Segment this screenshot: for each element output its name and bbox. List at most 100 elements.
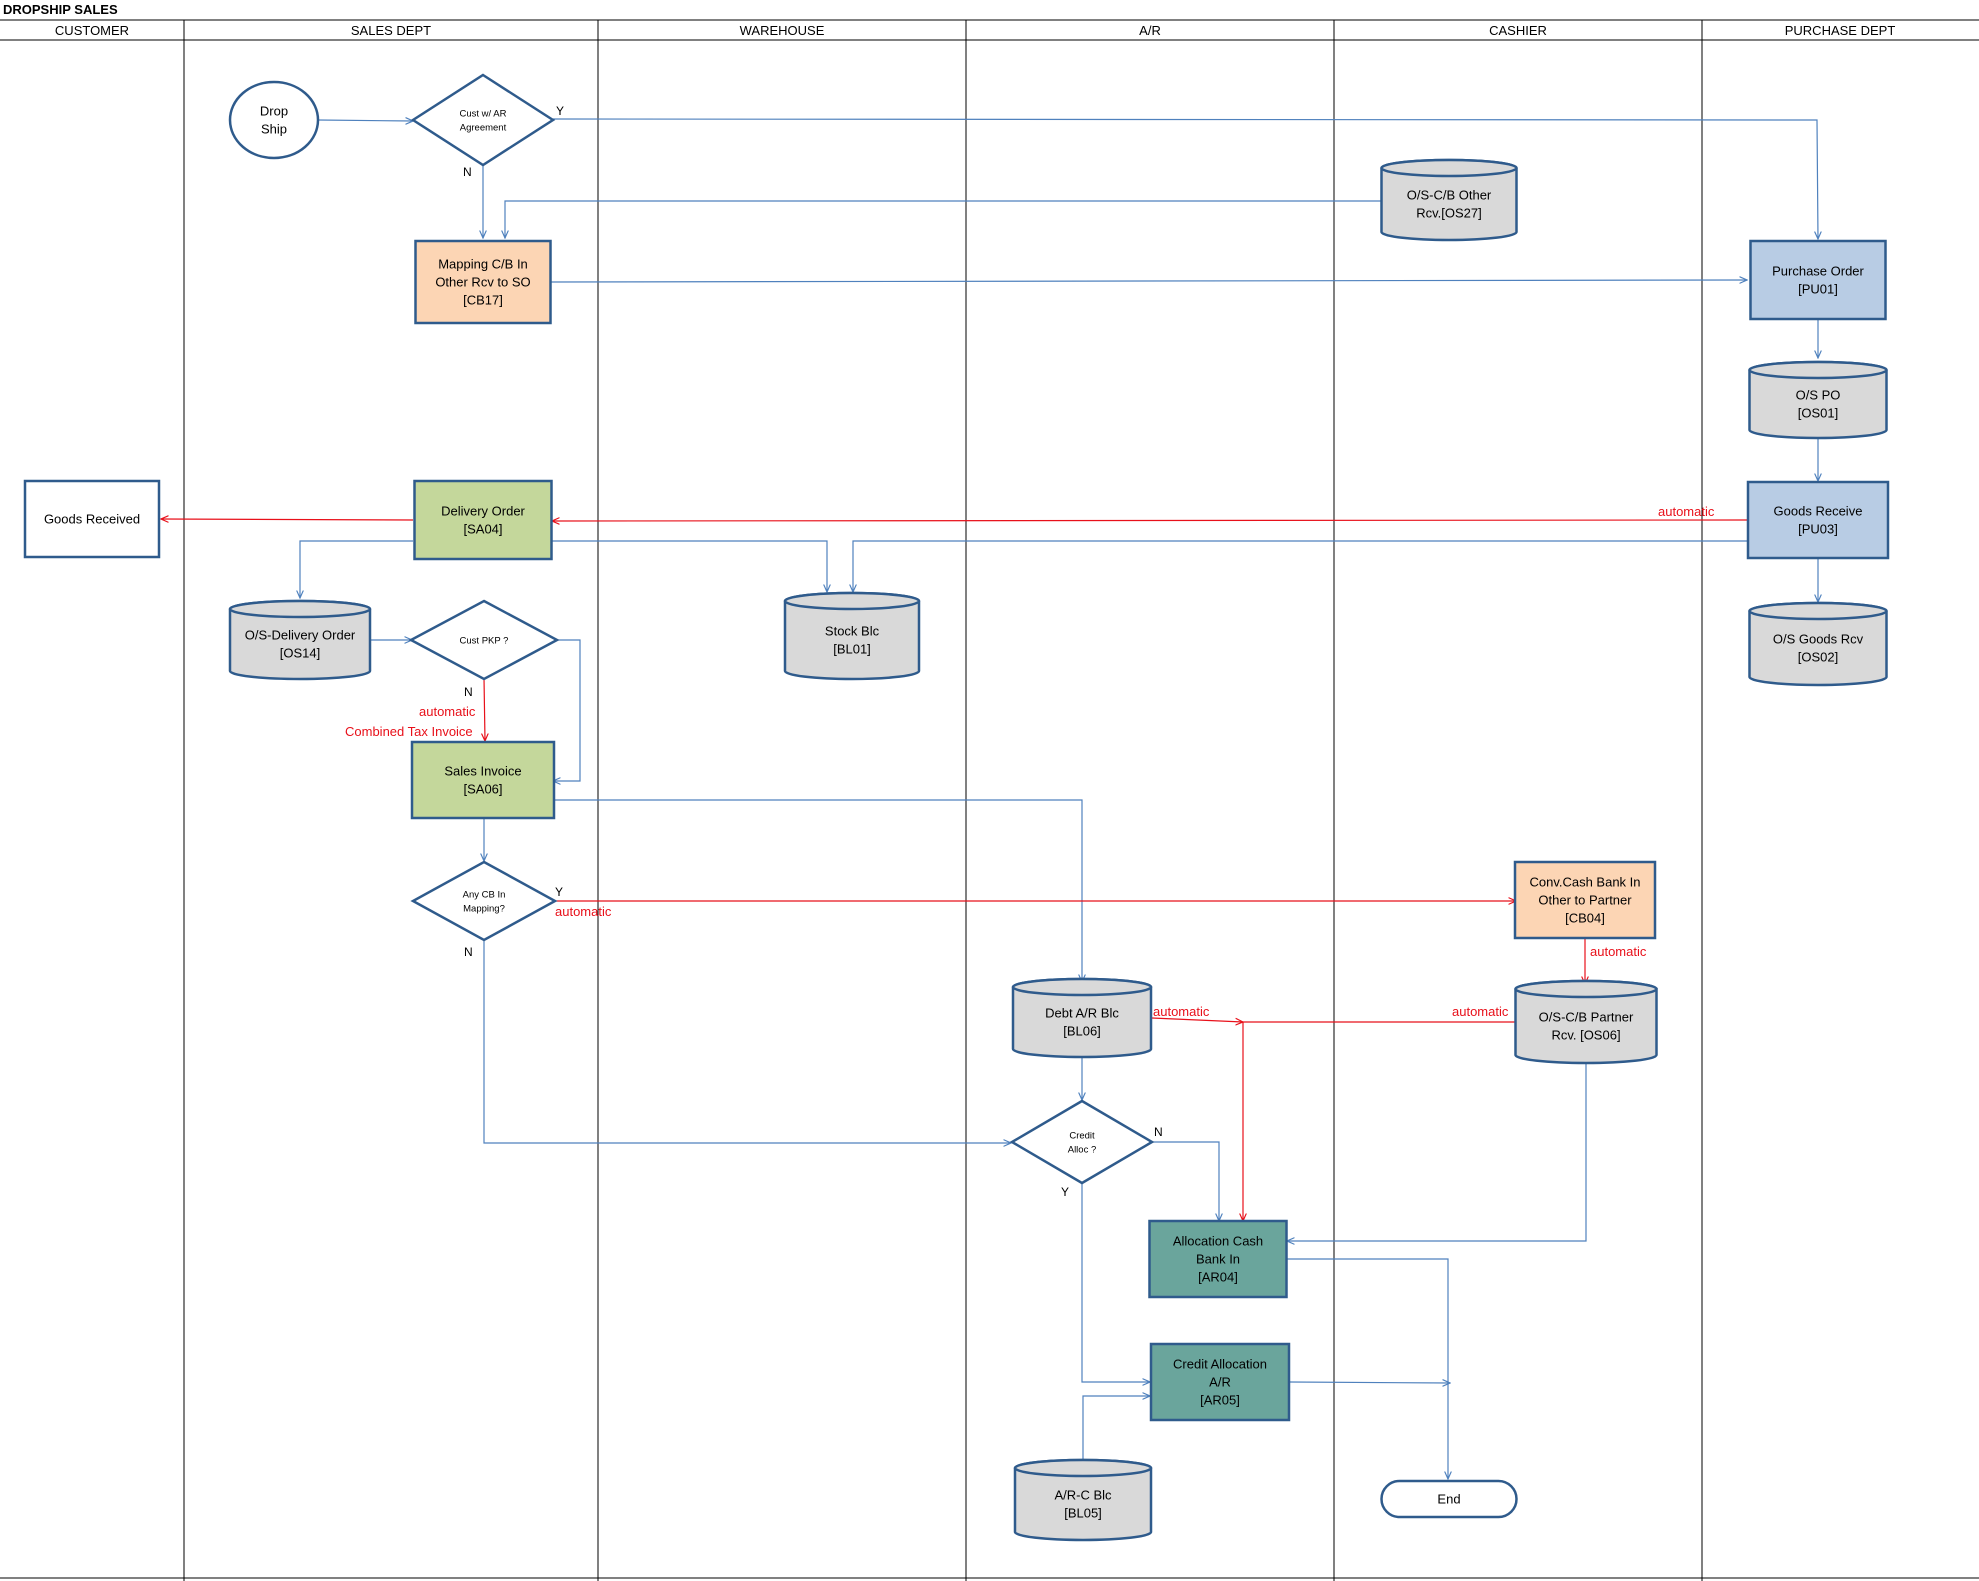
node-label-line: A/R-C Blc [1054, 1488, 1112, 1503]
label-custpkp-automatic: automatic [419, 704, 476, 719]
node-label-line: O/S PO [1796, 388, 1841, 403]
decision-shape [1009, 1099, 1155, 1185]
node-stock-blc[interactable]: Stock Blc [BL01] [783, 591, 921, 681]
node-os-delivery-order[interactable]: O/S-Delivery Order[OS14] [228, 599, 372, 681]
process-shape [1148, 1219, 1288, 1299]
node-label-line: Purchase Order [1772, 264, 1864, 279]
decision-shape [408, 599, 560, 681]
terminator-shape [1380, 1479, 1518, 1519]
label-oscbpartner-automatic: automatic [1452, 1004, 1509, 1019]
edges-blue [300, 119, 1818, 1479]
node-sales-invoice[interactable]: Sales Invoice[SA06] [410, 740, 556, 820]
lane-label-sales: SALES DEPT [351, 23, 431, 38]
node-label-line: O/S Goods Rcv [1773, 632, 1864, 647]
edge-dropship-to-custar [317, 120, 413, 121]
node-purchase-order[interactable]: Purchase Order [PU01] [1749, 239, 1887, 321]
edge-creditalloc-no-to-alloccash [1150, 1141, 1219, 1221]
node-label-line: Alloc ? [1068, 1144, 1097, 1155]
node-label-line: A/R [1209, 1375, 1231, 1390]
label-anycb-automatic: automatic [555, 904, 612, 919]
node-label-line: [PU01] [1798, 282, 1838, 297]
process-shape [1513, 860, 1657, 940]
process-shape [1746, 480, 1890, 560]
node-label-line: [OS14] [280, 646, 320, 661]
edges-red [161, 519, 1748, 1221]
edge-anycb-no-to-creditalloc [483, 940, 1011, 1143]
node-label-line: Stock Blc [825, 624, 880, 639]
node-label-line: Cust PKP ? [460, 635, 509, 646]
process-shape [414, 239, 552, 325]
start-shape [228, 80, 320, 160]
edge-custar-yes-to-po [552, 118, 1818, 239]
node-label-line: Rcv.[OS27] [1416, 206, 1482, 221]
node-debt-ar[interactable]: Debt A/R Blc [BL06] [1011, 977, 1153, 1059]
datastore-top [1514, 979, 1658, 999]
label-custar-yes: Y [556, 104, 564, 118]
label-anycb-yes: Y [555, 885, 563, 899]
process-shape [413, 479, 553, 561]
node-goods-received[interactable]: Goods Received [23, 479, 161, 559]
edge-creditalloc-yes-to-creditallocar [1081, 1184, 1150, 1382]
process-shape [1149, 1342, 1291, 1422]
node-label-line: Debt A/R Blc [1045, 1006, 1119, 1021]
node-label-line: [BL01] [833, 642, 871, 657]
edge-arcblc-to-creditallocar [1082, 1396, 1150, 1463]
datastore-top [1013, 1458, 1153, 1478]
node-label-line: [PU03] [1798, 522, 1838, 537]
node-label-line: [BL05] [1064, 1506, 1102, 1521]
datastore-top [1011, 977, 1153, 997]
node-label-line: Mapping C/B In [438, 257, 528, 272]
node-goods-receive[interactable]: Goods Receive [PU03] [1746, 480, 1890, 560]
node-label-line: Ship [261, 122, 287, 137]
process-shape [23, 479, 161, 559]
edge-do-to-stockblc [551, 540, 827, 592]
node-end[interactable]: End [1380, 1479, 1518, 1519]
node-label-line: [CB04] [1565, 911, 1605, 926]
node-label-line: Drop [260, 104, 288, 119]
datastore-top [783, 591, 921, 611]
edge-oscbother-to-mapping [505, 200, 1382, 238]
lane-label-warehouse: WAREHOUSE [740, 23, 825, 38]
node-label-line: [BL06] [1063, 1024, 1101, 1039]
decision-shape [410, 860, 558, 942]
label-convcash-automatic: automatic [1590, 944, 1647, 959]
edge-oscbpartner-to-alloccash [1287, 1062, 1587, 1241]
node-label-line: [AR05] [1200, 1393, 1240, 1408]
node-label-line: Bank In [1196, 1252, 1240, 1267]
node-label-line: Allocation Cash [1173, 1234, 1263, 1249]
label-custar-no: N [463, 165, 472, 179]
node-os-goods-rcv[interactable]: O/S Goods Rcv[OS02] [1748, 601, 1888, 687]
node-os-po[interactable]: O/S PO [OS01] [1748, 360, 1888, 440]
node-delivery-order[interactable]: Delivery Order[SA04] [413, 479, 553, 561]
node-label-line: Any CB In [463, 889, 506, 900]
node-label-line: O/S-C/B Partner [1539, 1010, 1634, 1025]
edge-creditallocar-to-end [1289, 1382, 1450, 1383]
node-label-line: Rcv. [OS06] [1551, 1028, 1620, 1043]
node-label-line: [AR04] [1198, 1270, 1238, 1285]
lane-label-customer: CUSTOMER [55, 23, 129, 38]
node-cust-pkp[interactable]: Cust PKP ? [408, 599, 560, 681]
node-label-line: Other Rcv to SO [435, 275, 530, 290]
label-combined-tax-invoice: Combined Tax Invoice [345, 724, 473, 739]
node-label-line: Credit [1069, 1130, 1095, 1141]
node-label-line: Goods Receive [1774, 504, 1863, 519]
lane-label-cashier: CASHIER [1489, 23, 1547, 38]
node-label-line: [SA04] [463, 522, 502, 537]
label-custpkp-no: N [464, 685, 473, 699]
node-label-line: O/S-C/B Other [1407, 188, 1492, 203]
process-shape [410, 740, 556, 820]
node-label-line: [OS01] [1798, 406, 1838, 421]
node-ar-c-blc[interactable]: A/R-C Blc [BL05] [1013, 1458, 1153, 1542]
